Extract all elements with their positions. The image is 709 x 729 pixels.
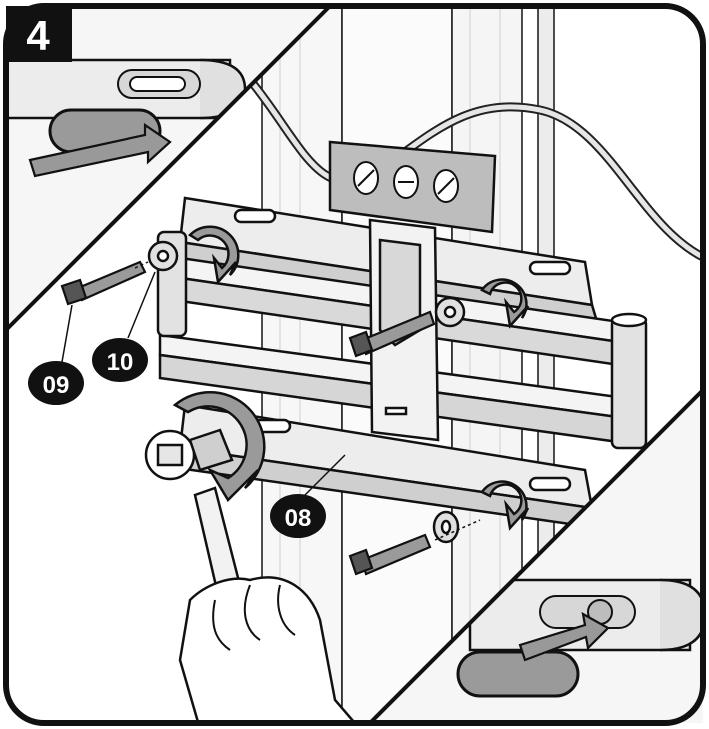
callout-badge-08: 08	[270, 454, 346, 538]
callout-label-10: 10	[107, 349, 134, 376]
callout-badge-10: 10	[92, 271, 156, 382]
screw-parts	[60, 260, 436, 576]
slide-arrow-icon	[28, 122, 172, 178]
callout-badge-09: 09	[28, 304, 84, 405]
callout-label-09: 09	[43, 372, 70, 399]
callout-label-08: 08	[285, 505, 312, 532]
bubble-level-icon	[328, 140, 497, 234]
rotate-arrow-icon	[188, 225, 530, 531]
diagram-frame	[3, 3, 706, 726]
step-number: 4	[26, 12, 50, 59]
wall-bracket	[156, 196, 648, 530]
washer-parts	[147, 240, 466, 544]
rotate-arrow-large-icon	[172, 390, 266, 503]
slide-arrow-icon-bottom	[518, 611, 610, 662]
step-number-badge: 4	[6, 6, 72, 62]
hand-icon	[178, 576, 363, 723]
